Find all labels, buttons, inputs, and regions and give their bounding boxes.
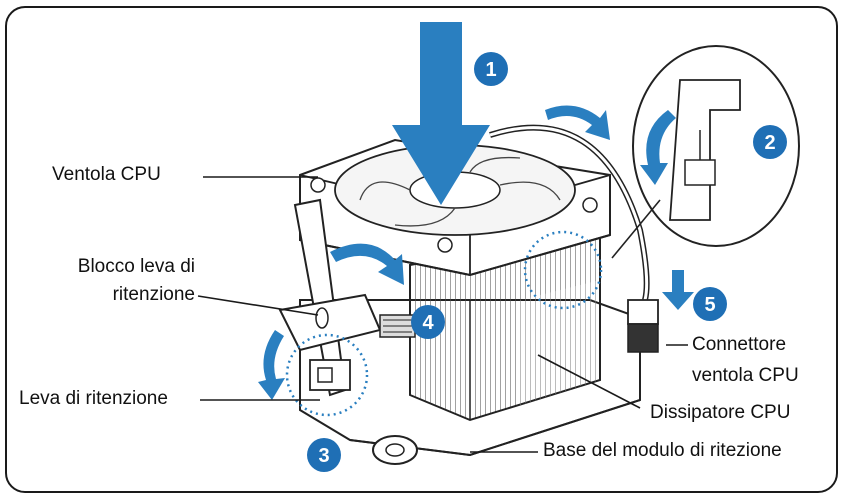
step-3-number: 3 (318, 445, 329, 467)
leader-lines (197, 176, 688, 453)
lever-down-arrow-icon (258, 330, 285, 400)
step-5-badge (693, 287, 727, 321)
label-heatsink: Dissipatore CPU (650, 402, 791, 423)
label-cpu-fan: Ventola CPU (52, 164, 161, 185)
down-arrow-icon (392, 22, 490, 205)
retention-lever (278, 198, 416, 397)
lever-arrow-icon (330, 243, 404, 285)
rotate-arrow-icon (640, 110, 676, 185)
connector-inset (611, 45, 800, 259)
step-5-number: 5 (704, 294, 715, 316)
fan-cable (489, 124, 659, 353)
step-4-number: 4 (422, 312, 434, 334)
step-4-badge (411, 305, 445, 339)
step-badges: 1 2 3 4 5 (307, 52, 787, 472)
label-retention-lever: Leva di ritenzione (19, 388, 168, 409)
label-fan-connector-1: Connettore (692, 334, 787, 355)
connector-arrow-icon (662, 270, 694, 310)
highlight-circles (285, 230, 603, 417)
step-2-number: 2 (764, 132, 775, 154)
label-lever-lock-2: ritenzione (112, 284, 195, 305)
curved-arrow-icon (545, 105, 610, 140)
label-retention-base: Base del modulo di ritezione (543, 440, 782, 461)
diagram-frame (5, 6, 838, 493)
step-3-badge (307, 438, 341, 472)
step-2-badge (753, 125, 787, 159)
label-fan-connector-2: ventola CPU (692, 365, 799, 386)
arrows (258, 22, 694, 400)
heatsink (409, 228, 601, 422)
label-lever-lock-1: Blocco leva di (77, 256, 195, 277)
step-1-number: 1 (485, 59, 496, 81)
step-1-badge (474, 52, 508, 86)
